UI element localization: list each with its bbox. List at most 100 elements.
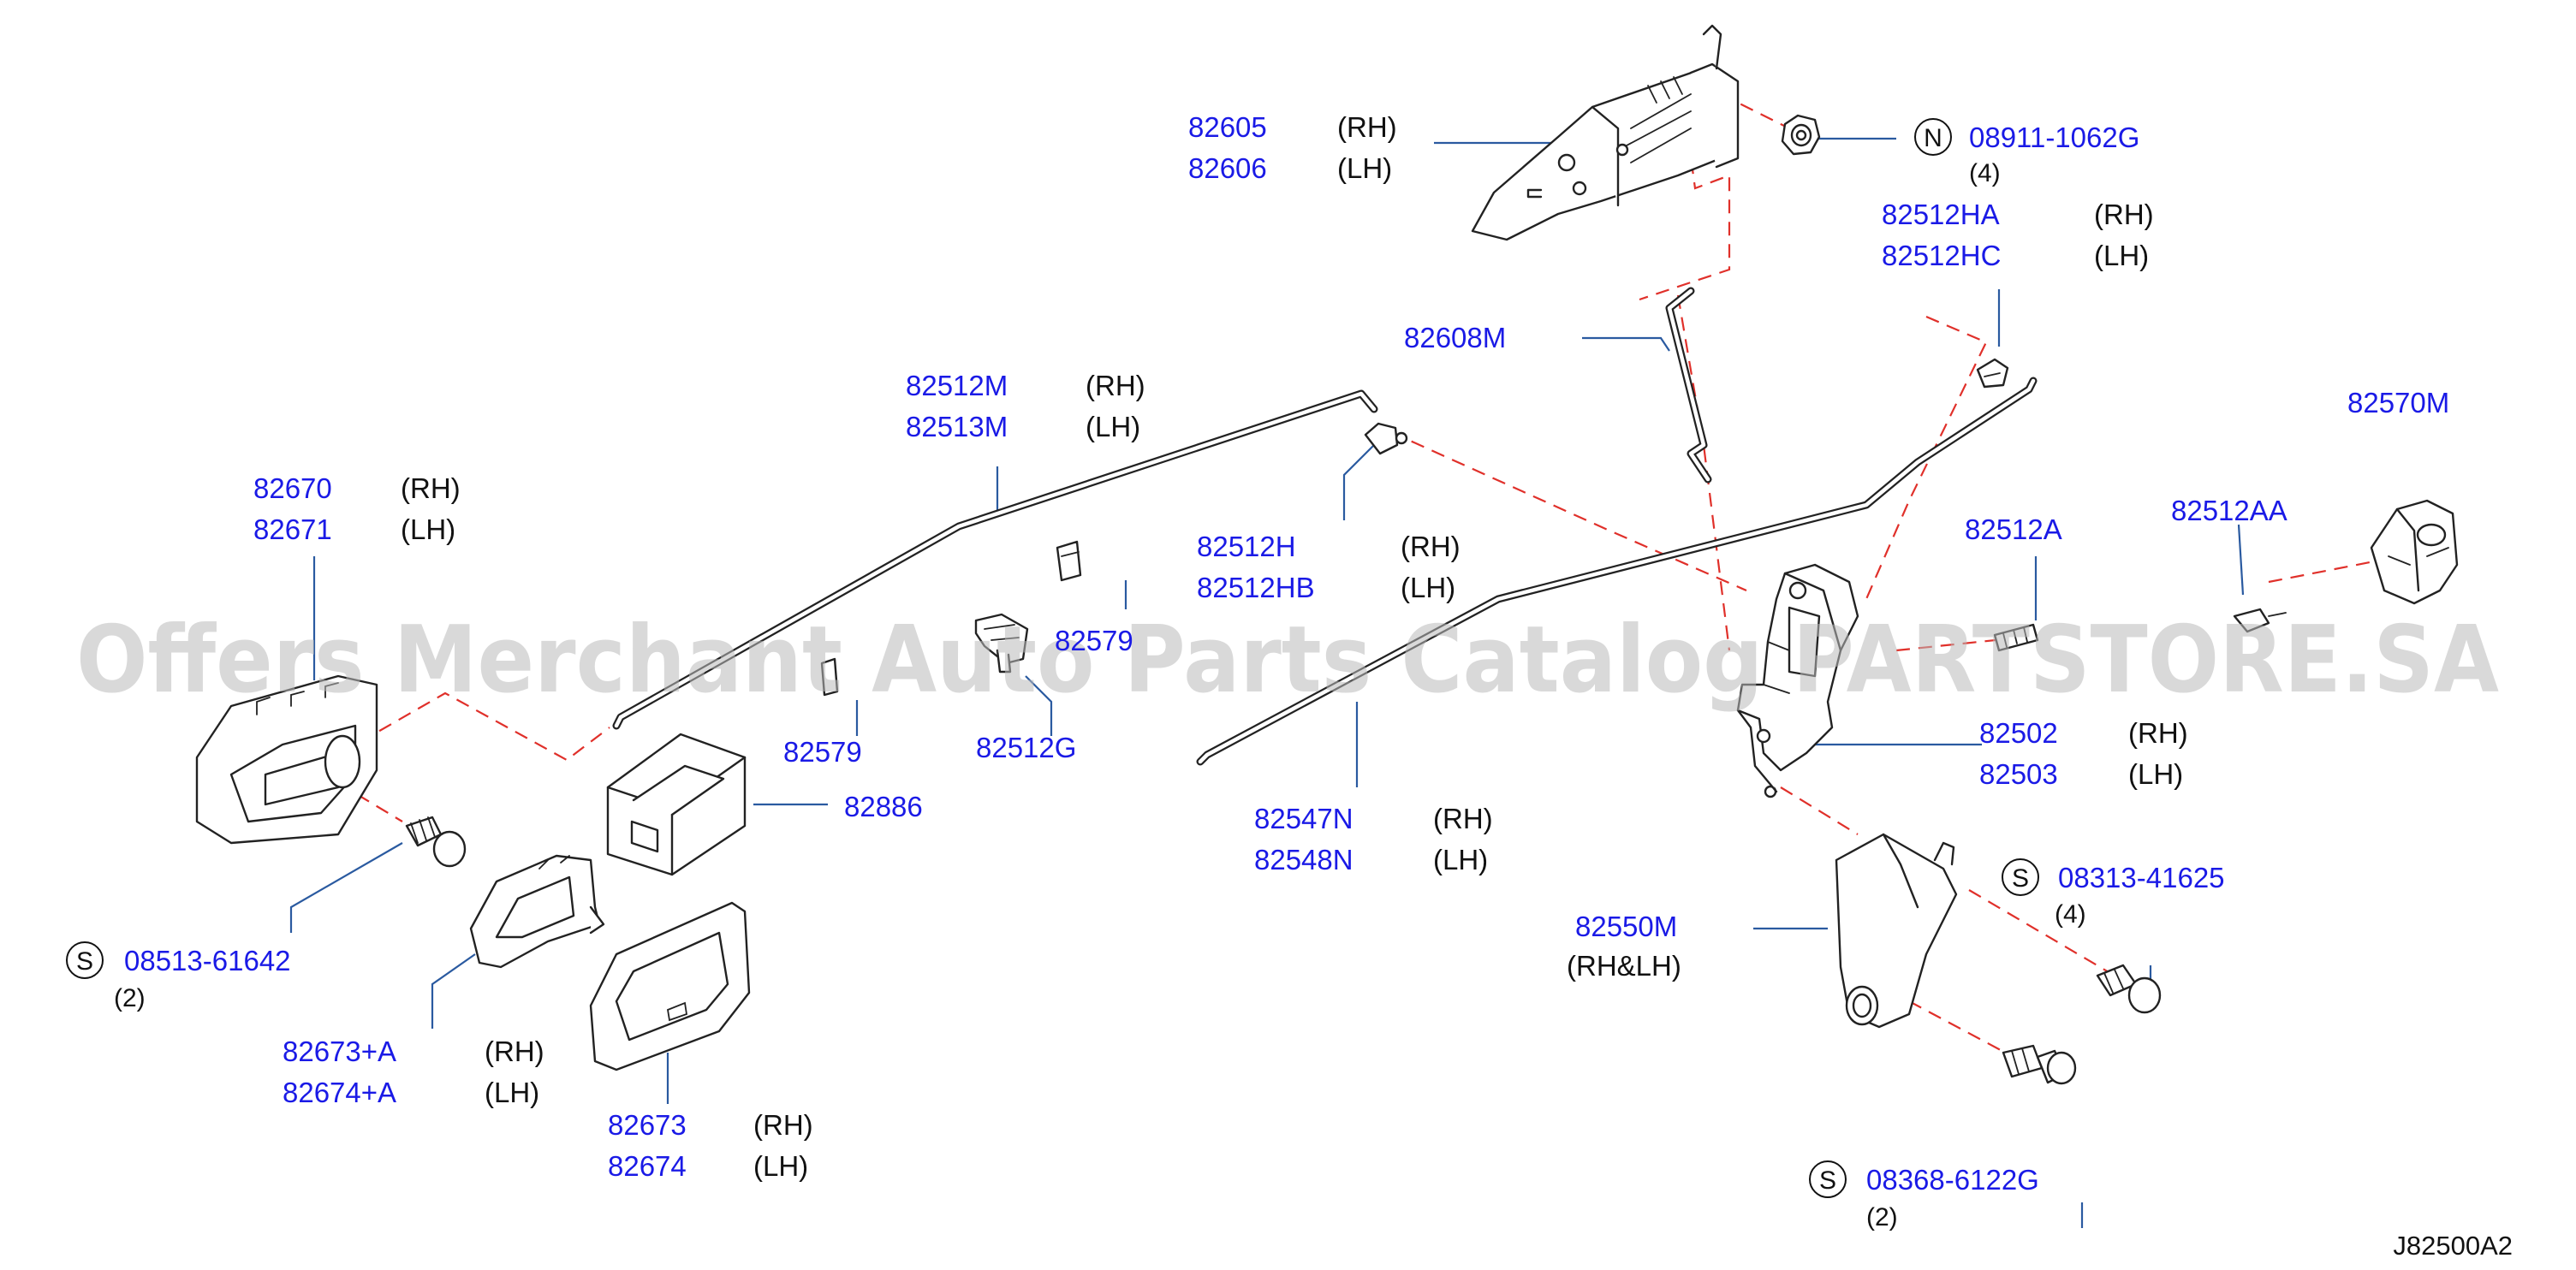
label-82512aa[interactable]: 82512AA [2171,495,2287,526]
label-82550m[interactable]: 82550M (RH&LH) [1567,911,1681,982]
part-number: 82512G [976,732,1076,763]
label-82608m[interactable]: 82608M [1404,322,1506,353]
rod-clip-82512g [974,613,1029,674]
label-82579-lower[interactable]: 82579 [783,736,862,768]
side-label: (RH) [1337,111,1397,143]
label-82548n[interactable]: 82548N (LH) [1254,844,1488,875]
side-label: (LH) [2094,240,2149,271]
side-label: (RH) [401,472,461,504]
part-number: 82512AA [2171,495,2287,526]
label-82670[interactable]: 82670 (RH) [253,472,461,504]
part-number: 82512HB [1197,572,1315,603]
lock-rod-82608m [1665,287,1712,484]
escutcheon-82886 [606,733,747,876]
bolt-82512a [1993,623,2039,652]
part-number: 82548N [1254,844,1353,875]
part-number: 82503 [1979,758,2058,790]
symbol-letter: S [76,947,93,976]
symbol-letter: S [1819,1166,1836,1195]
label-08513-61642[interactable]: S 08513-61642 (2) [66,941,291,1012]
label-82673[interactable]: 82673 (RH) [608,1109,813,1141]
label-82512ha[interactable]: 82512HA (RH) [1882,199,2154,230]
part-number: 08513-61642 [124,945,291,976]
part-number: 82512HA [1882,199,2000,230]
label-82503[interactable]: 82503 (LH) [1979,758,2183,790]
part-number: 82674+A [283,1077,396,1108]
rod-clip-82512h [1364,422,1408,455]
symbol-circle [1809,1160,1847,1198]
side-label: (LH) [1337,152,1392,184]
label-82512hb[interactable]: 82512HB (LH) [1197,572,1455,603]
rod-clip-82512ha [1976,358,2009,389]
lock-knob-rod [1196,377,2038,766]
part-number: 82513M [906,411,1008,442]
door-lock-actuator [1736,563,1859,798]
label-82673a[interactable]: 82673+A (RH) [283,1036,544,1067]
symbol-letter: N [1924,124,1942,152]
side-label: (LH) [1433,844,1488,875]
side-label: (LH) [485,1077,539,1108]
outside-door-handle [1471,24,1740,241]
quantity: (2) [114,984,146,1012]
screw-08513-icon [405,816,467,868]
side-label: (RH) [1086,370,1145,401]
part-number: 82671 [253,513,332,545]
part-number: 82550M [1575,911,1677,942]
label-82512m[interactable]: 82512M (RH) [906,370,1145,401]
part-number: 82502 [1979,717,2058,749]
side-label: (LH) [1086,411,1140,442]
part-number: 82605 [1188,111,1267,143]
nut-icon [1781,114,1821,156]
label-82547n[interactable]: 82547N (RH) [1254,803,1493,834]
part-number: 08368-6122G [1866,1164,2039,1196]
symbol-circle [1914,118,1952,156]
label-82674a[interactable]: 82674+A (LH) [283,1077,539,1108]
side-label: (LH) [401,513,455,545]
label-82502[interactable]: 82502 (RH) [1979,717,2188,749]
bolt-08368-icon [2002,1044,2077,1085]
label-82570m[interactable]: 82570M [2347,387,2449,418]
side-label: (RH) [1433,803,1493,834]
part-number: 82547N [1254,803,1353,834]
label-08911-1062g[interactable]: N 08911-1062G (4) [1914,118,2139,187]
label-08313-41625[interactable]: S 08313-41625 (4) [2002,858,2225,929]
part-number: 82670 [253,472,332,504]
side-label: (RH) [753,1109,813,1141]
side-label: (RH) [485,1036,544,1067]
escutcheon-82673 [589,901,751,1071]
quantity: (2) [1866,1203,1898,1231]
label-82512hc[interactable]: 82512HC (LH) [1882,240,2149,271]
side-label: (LH) [753,1150,808,1182]
assembly-dashed-lines [337,93,2458,1071]
label-82512h[interactable]: 82512H (RH) [1197,531,1461,562]
pin-82512aa [2233,608,2287,633]
label-82512g[interactable]: 82512G [976,732,1076,763]
side-label: (RH&LH) [1567,950,1681,982]
label-82605[interactable]: 82605 (RH) [1188,111,1397,143]
clip-82579-lower [820,657,839,697]
label-82674[interactable]: 82674 (LH) [608,1150,808,1182]
clip-82579-upper [1056,540,1082,582]
symbol-circle [2002,858,2039,896]
part-number: 82674 [608,1150,687,1182]
label-82671[interactable]: 82671 (LH) [253,513,455,545]
part-number: 82570M [2347,387,2449,418]
screw-08313-icon [2096,964,2162,1014]
side-label: (LH) [1401,572,1455,603]
label-08368-6122g[interactable]: S 08368-6122G (2) [1809,1160,2039,1231]
part-number: 82886 [844,791,923,822]
part-number: 82512A [1965,513,2062,545]
label-82606[interactable]: 82606 (LH) [1188,152,1392,184]
label-82512a[interactable]: 82512A [1965,513,2062,545]
inside-door-handle [195,674,378,845]
part-number: 82673 [608,1109,687,1141]
label-82579-upper[interactable]: 82579 [1055,625,1133,656]
part-number: 82512H [1197,531,1296,562]
inside-handle-rod [612,389,1378,730]
symbol-circle [66,941,104,979]
label-82886[interactable]: 82886 [844,791,923,822]
label-82513m[interactable]: 82513M (LH) [906,411,1140,442]
part-number: 82608M [1404,322,1506,353]
symbol-letter: S [2012,864,2029,893]
